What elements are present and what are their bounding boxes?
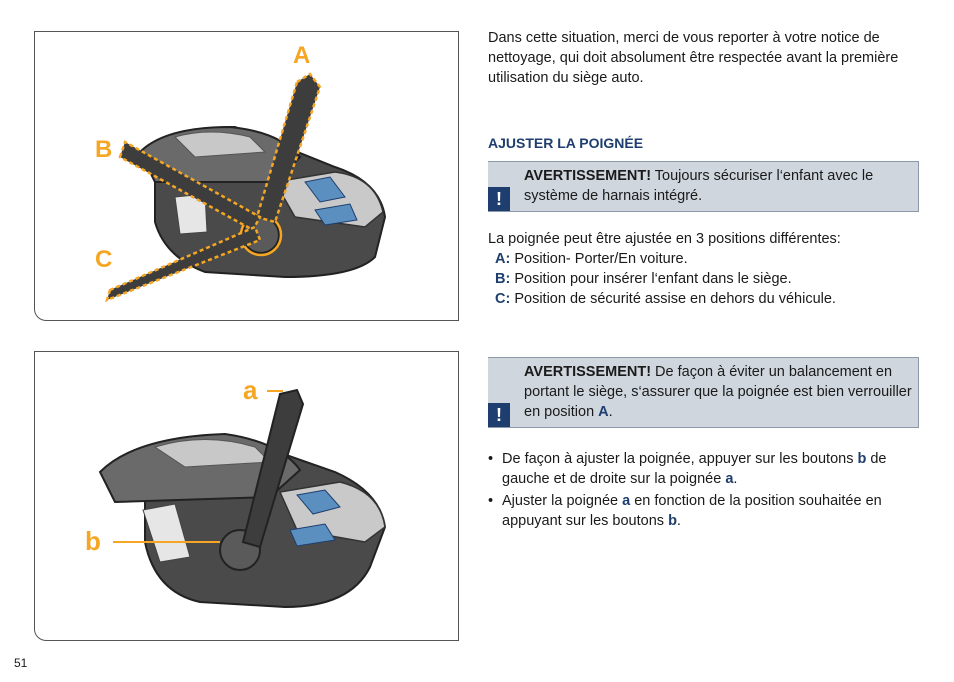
warning-end-2: .	[608, 404, 613, 420]
position-item-c: C: Position de sécurité assise en dehors…	[488, 289, 928, 309]
warning-body-2: De façon à éviter un balancement en port…	[524, 364, 912, 420]
label-a-upper: A	[293, 42, 310, 69]
bullet-key: b	[857, 451, 867, 467]
bullet-key: b	[668, 513, 677, 529]
label-a-lower: a	[243, 375, 258, 405]
bullet-key: a	[725, 471, 734, 487]
position-text: Position pour insérer l‘enfant dans le s…	[510, 271, 792, 287]
figure-handle-positions: A B C	[34, 31, 459, 321]
position-text: Position- Porter/En voiture.	[510, 251, 688, 267]
position-item-b: B: Position pour insérer l‘enfant dans l…	[488, 269, 928, 289]
position-key: C:	[495, 291, 511, 307]
bullet-text: de gauche et de droite sur la poignée	[502, 451, 887, 487]
exclamation-icon: !	[488, 187, 510, 211]
positions-intro: La poignée peut être ajustée en 3 positi…	[488, 231, 841, 247]
warning-text-2: AVERTISSEMENT! De façon à éviter un bala…	[524, 362, 912, 422]
positions-list: La poignée peut être ajustée en 3 positi…	[488, 229, 928, 309]
warning-label-2: AVERTISSEMENT!	[524, 364, 652, 380]
warning-box-1: ! AVERTISSEMENT! Toujours sécuriser l‘en…	[488, 161, 919, 212]
bullet-text: .	[676, 513, 681, 529]
bullet-text: Ajuster la poignée	[502, 493, 623, 509]
bullet-dot: •	[488, 451, 494, 467]
bullet-key: a	[622, 493, 631, 509]
bullet-item-2: • Ajuster la poignée a en fonction de la…	[488, 491, 928, 531]
car-seat-illustration-1: A B C	[95, 42, 387, 303]
position-text: Position de sécurité assise en dehors du…	[510, 291, 836, 307]
bullet-dot: •	[488, 493, 494, 509]
position-key: B:	[495, 271, 511, 287]
figure-handle-buttons: a b	[34, 351, 459, 641]
intro-paragraph: Dans cette situation, merci de vous repo…	[488, 30, 899, 86]
page-number: 51	[14, 656, 28, 670]
warning-key-2: A	[598, 404, 609, 420]
warning-box-2: ! AVERTISSEMENT! De façon à éviter un ba…	[488, 357, 919, 428]
instruction-bullets: • De façon à ajuster la poignée, appuyer…	[488, 449, 928, 533]
position-key: A:	[495, 251, 511, 267]
position-item-a: A: Position- Porter/En voiture.	[488, 249, 928, 269]
section-heading: AJUSTER LA POIGNÉE	[488, 135, 644, 151]
bullet-text: De façon à ajuster la poignée, appuyer s…	[502, 451, 858, 467]
exclamation-icon: !	[488, 403, 510, 427]
label-b-lower: b	[85, 526, 101, 556]
car-seat-illustration-2: a b	[85, 375, 387, 609]
label-c-upper: C	[95, 246, 112, 273]
warning-body-1: Toujours sécuriser l‘enfant avec le syst…	[524, 168, 874, 204]
bullet-text: .	[733, 471, 738, 487]
bullet-item-1: • De façon à ajuster la poignée, appuyer…	[488, 449, 928, 489]
label-b-upper: B	[95, 136, 112, 163]
warning-label-1: AVERTISSEMENT!	[524, 168, 652, 184]
bullet-text: en fonction de la position souhaitée en …	[502, 493, 882, 529]
warning-text-1: AVERTISSEMENT! Toujours sécuriser l‘enfa…	[524, 166, 912, 206]
